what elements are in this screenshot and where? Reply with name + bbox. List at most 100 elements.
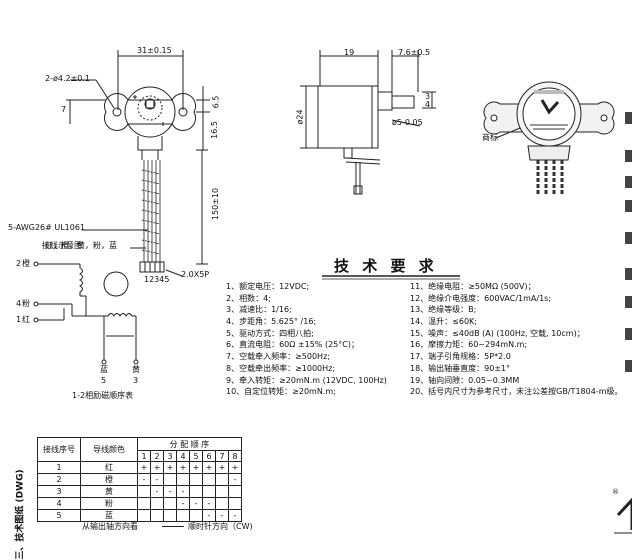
table-cell-mark	[228, 497, 242, 510]
spec-item: 20、括号内尺寸为参考尺寸，未注公差按GB/T1804-m级。	[410, 387, 623, 397]
nameplate-label: 商标	[482, 133, 498, 142]
table-cell-mark: -	[150, 473, 164, 486]
table-cell-mark: +	[215, 461, 229, 474]
table-cell-mark	[189, 473, 203, 486]
cropped-text-mark	[625, 268, 632, 280]
spec-item: 15、噪声：≤40dB (A) (100Hz, 空载, 10cm)；	[410, 328, 585, 338]
wire-spec-label: 5-AWG26# UL1061	[8, 223, 86, 232]
table-cell-color: 红	[80, 461, 138, 474]
table-cell-mark	[150, 497, 164, 510]
spec-item: 6、直流电阻：60Ω ±15% (25°C)；	[226, 340, 359, 350]
table-step-header: 4	[176, 450, 190, 462]
table-cell-mark: -	[189, 497, 203, 510]
section-side-text: 三、技术图纸 (DWG)	[15, 469, 26, 560]
spec-item: 14、温升：≤60K;	[410, 317, 478, 327]
table-cell-mark: +	[137, 461, 151, 474]
dim-side-depth: 19	[344, 48, 355, 57]
dim-top-width: 31±0.15	[137, 46, 172, 55]
table-cell-mark: -	[202, 497, 216, 510]
cropped-text-mark	[625, 328, 632, 340]
section-side-label: 三、技术图纸 (DWG)	[0, 469, 26, 559]
table-cell-mark: -	[215, 509, 229, 522]
table-cell-mark: -	[228, 509, 242, 522]
table-cell-color: 黄	[80, 485, 138, 498]
spec-item: 13、绝缘等级：B;	[410, 305, 477, 315]
table-cell-seq: 2	[37, 473, 81, 486]
table-cell-color: 橙	[80, 473, 138, 486]
wire-colors-label: 红，橙，黄，粉，蓝	[45, 241, 117, 250]
tech-requirements-title: 技 术 要 求	[334, 257, 438, 275]
table-cell-mark: +	[163, 461, 177, 474]
table-cell-mark	[163, 509, 177, 522]
table-cell-mark: -	[137, 473, 151, 486]
table-cell-mark: -	[163, 485, 177, 498]
connector-pins-label: 12345	[144, 275, 170, 284]
table-step-header: 5	[189, 450, 203, 462]
dim-hole-label: 2-ø4.2±0.1	[45, 74, 91, 83]
table-cell-mark	[215, 497, 229, 510]
table-step-header: 8	[228, 450, 242, 462]
table-cell-mark: -	[202, 509, 216, 522]
dim-shaft-length: 7.6±0.5	[398, 48, 431, 57]
table-step-header: 2	[150, 450, 164, 462]
spec-item: 3、减速比：1/16;	[226, 305, 292, 315]
schematic-pin-4: 4	[16, 299, 22, 308]
table-cell-mark: +	[189, 461, 203, 474]
table-step-header: 3	[163, 450, 177, 462]
table-cell-seq: 5	[37, 509, 81, 522]
table-cell-mark: +	[176, 461, 190, 474]
connector-pitch-label: 2.0X5P	[181, 270, 210, 279]
motor-product-photo	[483, 81, 615, 195]
spec-item: 5、驱动方式：四相八拍;	[226, 328, 314, 338]
wiring-schematic	[33, 261, 139, 365]
schematic-pin-3: 3	[133, 376, 139, 385]
table-cell-mark	[137, 485, 151, 498]
spec-item: 1、额定电压：12VDC;	[226, 282, 310, 291]
spec-item: 9、牵入转矩：≥20mN.m (12VDC, 100Hz)	[226, 375, 387, 385]
cropped-text-mark	[625, 200, 632, 212]
spec-item: 12、绝缘介电强度：600VAC/1mA/1s;	[410, 293, 552, 303]
schematic-yellow-label: 黄	[132, 365, 140, 374]
dim-16-5: 16.5	[209, 121, 219, 139]
table-header-order: 分 配 顺 序	[137, 437, 242, 451]
motor-side-view	[300, 50, 436, 195]
table-cell-color: 粉	[80, 497, 138, 510]
spec-item: 19、轴向间隙：0.05~0.3MM	[410, 375, 520, 385]
table-cell-mark	[137, 509, 151, 522]
wiring-title: 接线示意图	[42, 241, 82, 250]
brand-logo	[614, 497, 632, 534]
table-cell-seq: 1	[37, 461, 81, 474]
table-step-header: 1	[137, 450, 151, 462]
table-cell-mark: +	[150, 461, 164, 474]
excitation-table-title: 1-2相励磁顺序表	[72, 391, 134, 400]
table-cell-seq: 3	[37, 485, 81, 498]
table-cell-mark	[189, 485, 203, 498]
spec-item: 11、绝缘电阻：≥50MΩ (500V)；	[410, 282, 536, 291]
table-cell-mark	[228, 485, 242, 498]
dim-flat-4: 4	[425, 100, 431, 109]
dim-body-dia: ø24	[295, 109, 305, 125]
table-cell-mark: +	[202, 461, 216, 474]
cropped-text-mark	[625, 360, 632, 372]
table-step-header: 7	[215, 450, 229, 462]
direction-view-label: 从输出轴方向看	[82, 522, 138, 531]
table-cell-mark: -	[150, 485, 164, 498]
schematic-pin-2-color: 橙	[22, 259, 30, 268]
table-cell-mark	[202, 473, 216, 486]
table-header-color: 导线颜色	[80, 437, 138, 462]
table-cell-mark	[163, 473, 177, 486]
spec-item: 17、端子引角规格：5P*2.0	[410, 352, 511, 362]
dim-6-5: 6.5	[211, 95, 221, 109]
schematic-pin-1-color: 红	[22, 315, 30, 324]
table-step-header: 6	[202, 450, 216, 462]
schematic-pin-5: 5	[101, 376, 107, 385]
spec-item: 18、输出轴垂直度：90±1°	[410, 363, 511, 373]
motor-top-view	[66, 50, 210, 277]
schematic-pin-2: 2	[16, 259, 22, 268]
direction-dash	[162, 526, 184, 527]
